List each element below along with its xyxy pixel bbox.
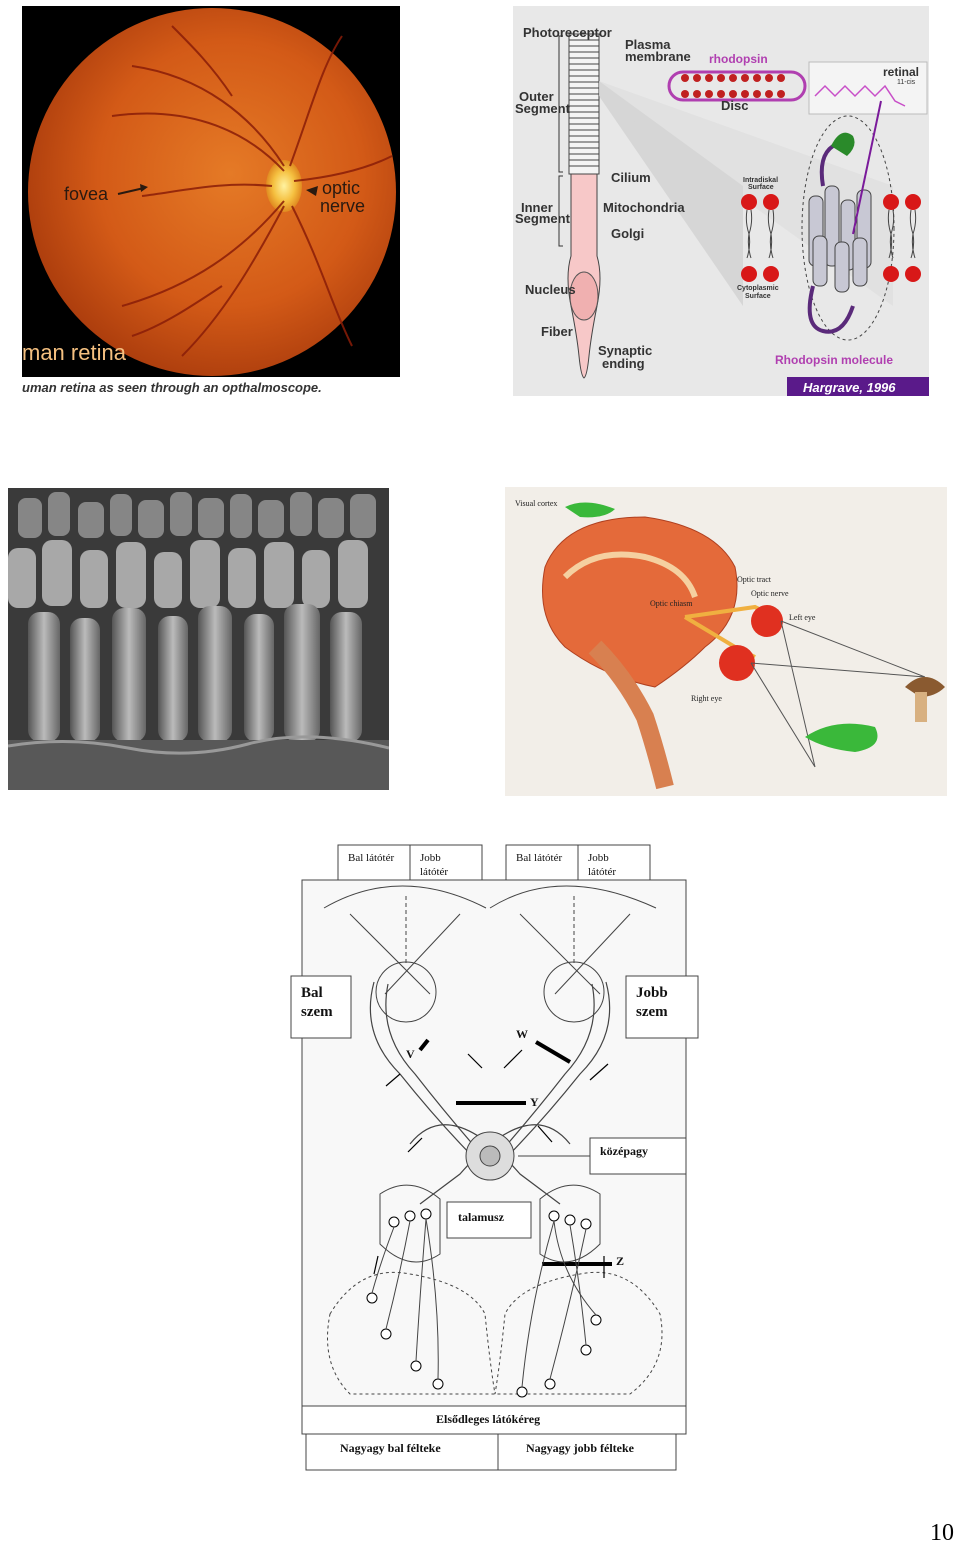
cytoplasmic-label-1: Cytoplasmic [737, 285, 779, 292]
elsodleges-box [301, 1405, 687, 1435]
optic-nerve-label: Optic nerve [751, 589, 789, 598]
jobb-szem-box [625, 975, 699, 1039]
rod-cell [567, 33, 601, 379]
fundus-caption: uman retina as seen through an opthalmos… [22, 380, 322, 395]
top-box-1a [337, 844, 411, 882]
fundus-image: fovea optic nerve man retina uman retina… [22, 6, 400, 395]
pathway-diagram: Bal látótér Jobb látótér Bal látótér Job… [290, 844, 699, 1471]
sem-photoreceptors [8, 488, 389, 790]
left-eye-label: Left eye [789, 613, 816, 622]
cytoplasmic-label-2: Surface [745, 293, 771, 300]
outer-segment-label-2: Segment [515, 101, 571, 116]
pathway-image: Visual cortex Optic tract Optic nerve Op… [515, 499, 945, 790]
fiber-label: Fiber [541, 324, 573, 339]
top-box-2a [505, 844, 579, 882]
inner-segment-label-2: Segment [515, 211, 571, 226]
optic-tract-label: Optic tract [737, 575, 772, 584]
right-eye-shape [719, 645, 755, 681]
fundus-photo: fovea optic nerve man retina uman retina… [22, 6, 400, 398]
top-box-1b [409, 844, 483, 882]
page-number: 10 [930, 1520, 954, 1546]
visual-pathway-illustration: Visual cortex Optic tract Optic nerve Op… [505, 487, 947, 796]
photoreceptor-figure: Photoreceptor Plasma membrane Outer Segm… [513, 6, 929, 396]
photoreceptor-image: Photoreceptor Plasma membrane Outer Segm… [515, 25, 929, 396]
talamusz-box [446, 1201, 532, 1239]
retina-disc [28, 8, 396, 376]
kozepagy-box [589, 1137, 687, 1175]
visual-pathway-diagram: Bal látótér Jobb látótér Bal látótér Job… [290, 844, 700, 1474]
outer-segment-label-1: Outer [519, 89, 554, 104]
left-eye-shape [751, 605, 783, 637]
optic-disc [266, 160, 302, 212]
bal-felteke-box [305, 1433, 499, 1471]
lipids [741, 194, 921, 282]
blood-vessels [111, 25, 393, 357]
right-eye-label: Right eye [691, 694, 722, 703]
rhodopsin-molecule-label: Rhodopsin molecule [775, 353, 893, 367]
visual-cortex-label: Visual cortex [515, 499, 557, 508]
plasma-label-2: membrane [625, 49, 691, 64]
cilium-label: Cilium [611, 170, 651, 185]
golgi-label: Golgi [611, 226, 644, 241]
synaptic-label-2: ending [602, 356, 645, 371]
plasma-label-1: Plasma [625, 37, 671, 52]
helices [808, 185, 872, 293]
sem-image [8, 488, 389, 790]
top-box-2b [577, 844, 651, 882]
rhodopsin-label: rhodopsin [709, 52, 768, 66]
credit-banner [787, 377, 929, 396]
inner-segment-label-1: Inner [521, 200, 553, 215]
disc-chain [667, 70, 807, 102]
rhodopsin-molecule-outline [801, 115, 895, 341]
synaptic-label-1: Synaptic [598, 343, 652, 358]
jobb-felteke-box [497, 1433, 677, 1471]
bal-szem-box [290, 975, 352, 1039]
